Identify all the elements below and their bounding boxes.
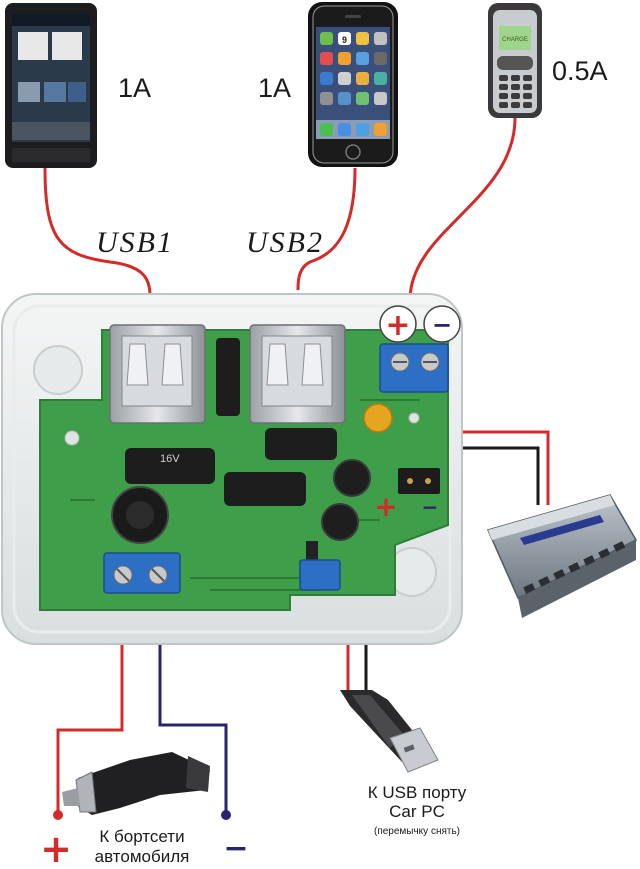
car-power-caption-line1: К бортсети xyxy=(99,827,184,846)
output-plus-sign: + xyxy=(385,308,410,343)
phone1-current: 1A xyxy=(118,73,151,103)
jumper-header xyxy=(398,468,440,494)
phone2-current: 1A xyxy=(258,73,291,103)
terminal-output xyxy=(379,343,449,393)
output-minus-badge xyxy=(423,305,461,343)
output-plus-badge xyxy=(379,305,417,343)
usb-port-caption-line1: К USB порту xyxy=(368,783,467,802)
usb-port-caption-line2: Car PC xyxy=(389,802,445,821)
phone2-screen-date: 9 xyxy=(342,35,347,45)
case-screw-boss xyxy=(33,345,83,395)
car-wire-minus xyxy=(158,585,228,815)
phone3-screen-text: CHARGE xyxy=(502,37,528,43)
jumper-plus-sign: + xyxy=(374,490,397,523)
output-minus-sign: − xyxy=(432,311,452,339)
usb-plug xyxy=(340,690,439,773)
usb2-cable xyxy=(296,167,357,291)
usb-port-caption-note: (перемычку снять) xyxy=(374,826,460,837)
phone-2 xyxy=(308,2,398,167)
capacitor-label: 16V xyxy=(160,453,180,465)
phone3-cable xyxy=(408,117,517,301)
usb2-socket xyxy=(249,324,346,424)
phone3-current: 0.5A xyxy=(552,56,608,86)
car-plus-sign: + xyxy=(40,827,72,869)
terminal-input xyxy=(103,552,181,594)
usb1-label: USB1 xyxy=(96,226,174,259)
car-plug xyxy=(62,752,210,815)
jumper-minus-sign: − xyxy=(422,495,439,519)
phone-3 xyxy=(488,3,542,118)
terminal-usb-host xyxy=(299,559,341,591)
car-wire-minus-end xyxy=(221,810,231,820)
usb1-socket xyxy=(109,324,206,424)
components xyxy=(111,338,393,563)
car-wire-plus xyxy=(56,585,124,815)
car-minus-sign: − xyxy=(223,831,248,866)
car-wire-plus-end xyxy=(53,810,63,820)
usb2-label: USB2 xyxy=(246,226,324,259)
usb1-cable xyxy=(43,167,152,297)
usb-hub xyxy=(486,494,638,618)
car-power-caption-line2: автомобиля xyxy=(95,847,190,866)
phone-1 xyxy=(5,3,97,168)
